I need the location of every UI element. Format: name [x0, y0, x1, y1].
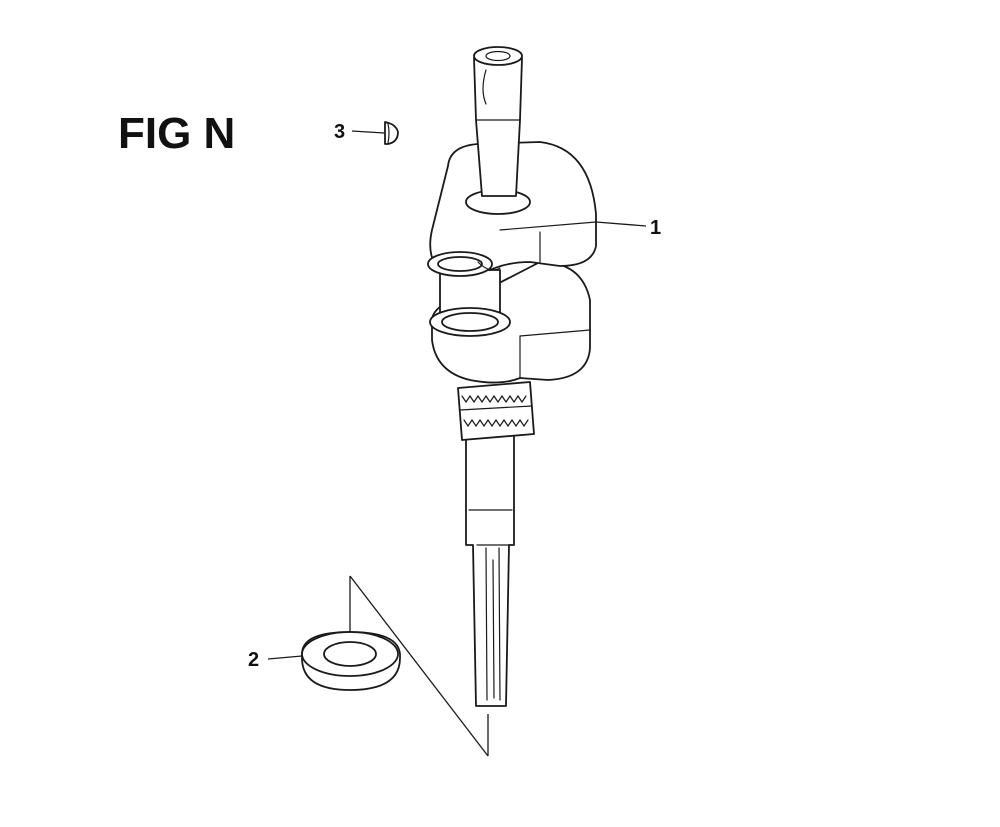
callout-3: 3	[334, 121, 345, 143]
callout-2: 2	[248, 649, 259, 671]
figure-title: FIG N	[118, 109, 235, 158]
oil-seal	[267, 631, 401, 691]
installation-guide-lines	[349, 575, 489, 757]
crankshaft	[427, 46, 647, 707]
callout-1: 1	[650, 217, 661, 239]
woodruff-key	[351, 121, 399, 145]
